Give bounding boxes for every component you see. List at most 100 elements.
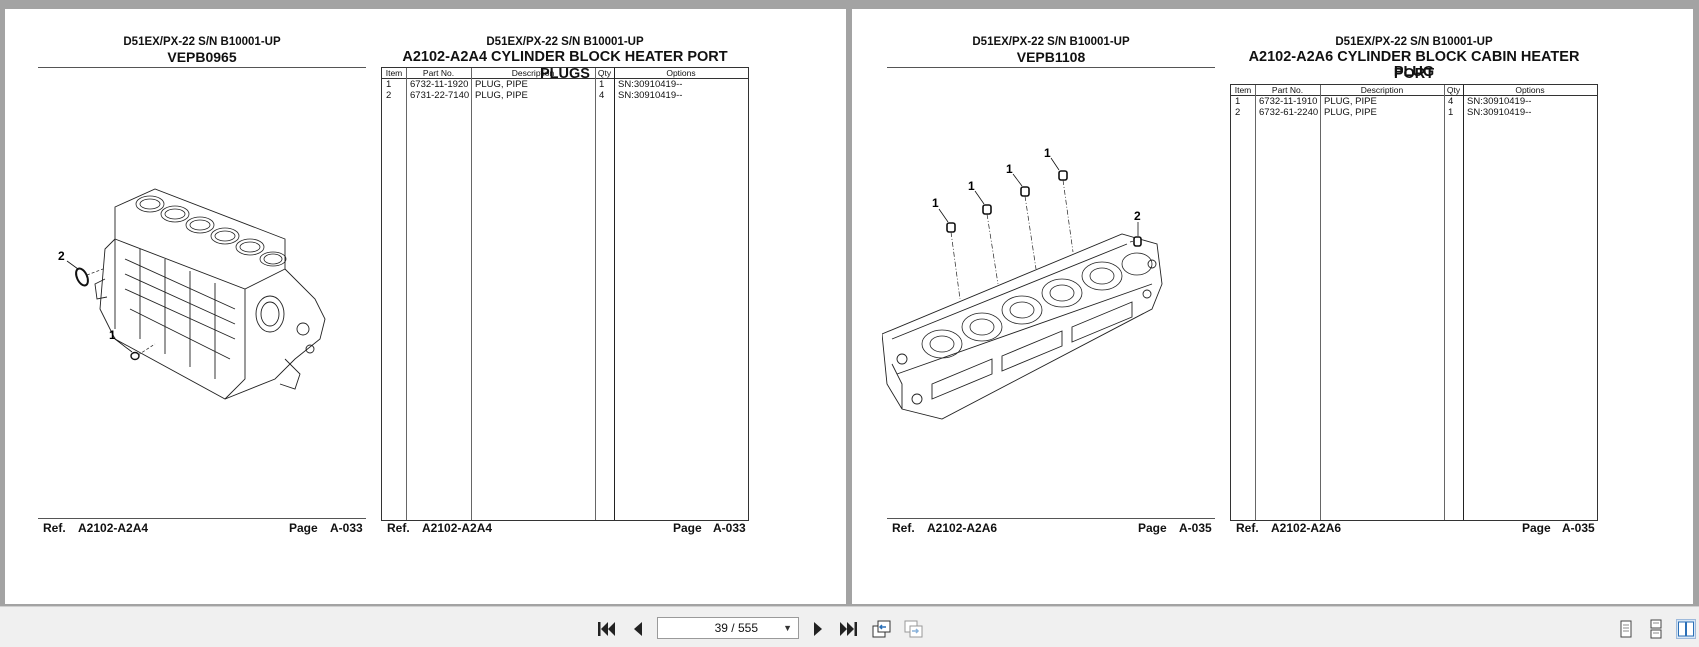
single-page-view-icon	[1620, 620, 1632, 638]
footer-page-label: Page	[1522, 521, 1551, 535]
table-row: 2 6732-61-2240 PLUG, PIPE 1 SN:30910419-…	[1231, 107, 1597, 118]
plug-part-1	[1058, 170, 1074, 253]
first-page-icon	[598, 622, 615, 636]
cell-qty: 4	[599, 90, 605, 101]
cell-qty: 4	[1448, 96, 1454, 107]
plug-part-1	[946, 222, 961, 300]
continuous-view-icon	[1650, 619, 1662, 639]
go-back-button[interactable]	[871, 619, 893, 639]
table-title-line1: A2102-A2A6 CYLINDER BLOCK CABIN HEATER P…	[1248, 49, 1580, 82]
table-model-header: D51EX/PX-22 S/N B10001-UP	[1335, 36, 1493, 48]
callout-label: 1	[968, 179, 975, 193]
previous-page-button[interactable]	[627, 619, 649, 639]
header-item: Item	[385, 68, 403, 78]
footer-ref-value: A2102-A2A4	[422, 521, 493, 535]
footer-page-label: Page	[673, 521, 702, 535]
callout-label: 2	[1134, 209, 1141, 223]
callout-label: 1	[932, 196, 939, 210]
table-row: 1 6732-11-1910 PLUG, PIPE 4 SN:30910419-…	[1231, 96, 1597, 107]
cell-options: SN:30910419--	[618, 79, 683, 90]
document-viewer[interactable]: D51EX/PX-22 S/N B10001-UP VEPB0965 D51EX…	[0, 0, 1699, 606]
first-page-button[interactable]	[595, 619, 617, 639]
last-page-icon	[840, 622, 857, 636]
table-row: 1 6732-11-1920 PLUG, PIPE 1 SN:30910419-…	[382, 79, 748, 90]
single-page-view-button[interactable]	[1616, 619, 1636, 639]
page-number-select[interactable]: 39 / 555 ▼	[657, 617, 799, 639]
footer-page-value: A-035	[1562, 521, 1595, 535]
parts-table: Item Part No. Description Qty Options 1 …	[381, 67, 749, 521]
two-page-view-button[interactable]	[1676, 619, 1696, 639]
footer-ref-value: A2102-A2A4	[78, 521, 149, 535]
continuous-view-button[interactable]	[1646, 619, 1666, 639]
chevron-down-icon: ▼	[783, 623, 792, 633]
footer-ref-label: Ref.	[43, 521, 66, 535]
page-indicator: 39 / 555	[714, 621, 758, 635]
drawing-model-header: D51EX/PX-22 S/N B10001-UP	[123, 36, 281, 48]
header-rule	[38, 67, 366, 68]
cell-part-no: 6731-22-7140	[410, 90, 470, 101]
last-page-button[interactable]	[838, 619, 860, 639]
cell-options: SN:30910419--	[1467, 107, 1532, 118]
oring-part-2	[66, 260, 104, 287]
plug-part-1	[114, 338, 156, 361]
cell-description: PLUG, PIPE	[1324, 107, 1377, 118]
footer-ref-label: Ref.	[1236, 521, 1259, 535]
header-options: Options	[1515, 85, 1545, 95]
go-back-icon	[872, 620, 891, 638]
cell-description: PLUG, PIPE	[475, 79, 528, 90]
go-forward-icon	[904, 620, 923, 638]
plug-part-1	[1020, 186, 1037, 270]
header-description: Description	[511, 68, 555, 78]
cell-qty: 1	[1448, 107, 1454, 118]
cell-part-no: 6732-11-1920	[410, 79, 469, 90]
footer-page-label: Page	[1138, 521, 1167, 535]
table-header-row: Item Part No. Description Qty Options	[382, 68, 748, 79]
footer-page-label: Page	[289, 521, 318, 535]
cell-item: 1	[1235, 96, 1241, 107]
callout-label: 1	[109, 328, 116, 342]
cell-item: 2	[1235, 107, 1241, 118]
cell-part-no: 6732-11-1910	[1259, 96, 1318, 107]
table-row: 2 6731-22-7140 PLUG, PIPE 4 SN:30910419-…	[382, 90, 748, 101]
header-part-no: Part No.	[1271, 85, 1304, 95]
header-qty: Qty	[1446, 85, 1461, 95]
cell-description: PLUG, PIPE	[475, 90, 528, 101]
table-model-header: D51EX/PX-22 S/N B10001-UP	[486, 36, 644, 48]
header-part-no: Part No.	[422, 68, 455, 78]
cylinder-head-drawing: 1 1 1 1 2	[882, 146, 1163, 420]
previous-page-icon	[634, 622, 642, 636]
footer-ref-value: A2102-A2A6	[1271, 521, 1342, 535]
drawing-code: VEPB1108	[1016, 49, 1086, 65]
footer-page-value: A-035	[1179, 521, 1212, 535]
cell-item: 1	[386, 79, 392, 90]
page-right: D51EX/PX-22 S/N B10001-UP VEPB1108 D51EX…	[852, 9, 1693, 604]
footer-ref-label: Ref.	[387, 521, 410, 535]
cell-options: SN:30910419--	[1467, 96, 1532, 107]
footer-page-value: A-033	[330, 521, 363, 535]
cell-item: 2	[386, 90, 392, 101]
footer-ref-label: Ref.	[892, 521, 915, 535]
table-title-line2: PLUG	[1393, 64, 1435, 80]
footer-page-value: A-033	[713, 521, 746, 535]
header-rule	[887, 67, 1215, 68]
next-page-button[interactable]	[807, 619, 829, 639]
go-forward-button[interactable]	[903, 619, 925, 639]
parts-table: Item Part No. Description Qty Options 1 …	[1230, 84, 1598, 521]
plug-part-1	[982, 204, 999, 285]
callout-label: 1	[1006, 162, 1013, 176]
two-page-view-icon	[1678, 621, 1694, 637]
engine-block-drawing: 2 1	[58, 188, 326, 400]
header-item: Item	[1234, 85, 1252, 95]
table-header-row: Item Part No. Description Qty Options	[1231, 85, 1597, 96]
header-description: Description	[1360, 85, 1404, 95]
header-options: Options	[666, 68, 696, 78]
cell-options: SN:30910419--	[618, 90, 683, 101]
drawing-code: VEPB0965	[167, 49, 237, 65]
plug-part-2	[1129, 236, 1142, 247]
page-left: D51EX/PX-22 S/N B10001-UP VEPB0965 D51EX…	[5, 9, 846, 604]
navigation-toolbar: 39 / 555 ▼	[0, 606, 1699, 647]
cell-part-no: 6732-61-2240	[1259, 107, 1319, 118]
callout-label: 2	[58, 249, 65, 263]
footer-ref-value: A2102-A2A6	[927, 521, 998, 535]
header-qty: Qty	[597, 68, 612, 78]
